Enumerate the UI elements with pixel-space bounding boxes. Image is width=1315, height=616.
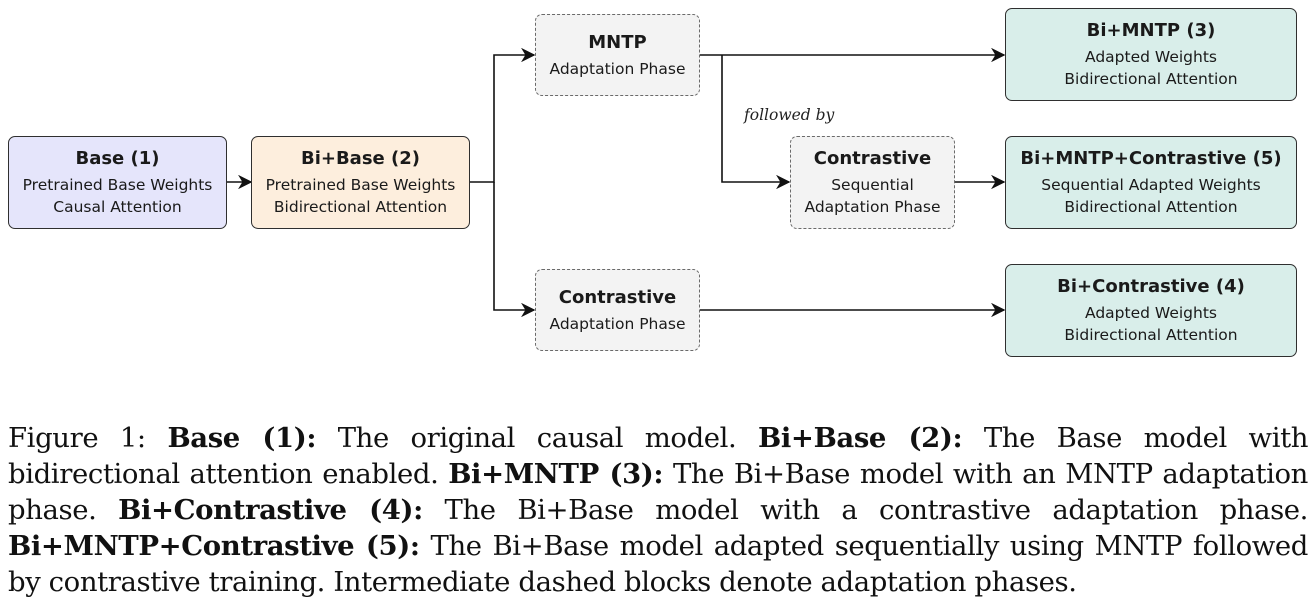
- caption-term-4: Bi+Contrastive (4):: [118, 494, 423, 526]
- caption-figure-label: Figure 1:: [8, 422, 146, 454]
- node-contrastive-phase: Contrastive Adaptation Phase: [535, 269, 700, 351]
- caption-term-5: Bi+MNTP+Contrastive (5):: [8, 530, 420, 562]
- edge-layer: [227, 47, 1006, 318]
- node-bimntp-title: Bi+MNTP (3): [1086, 20, 1216, 41]
- node-bimntp-line-1: Adapted Weights: [1085, 48, 1217, 66]
- caption-text-3: The Bi+Base model with an MNTP adaptatio…: [8, 458, 1308, 526]
- node-contrastive-seq-phase-line-1: Sequential: [831, 176, 914, 194]
- caption-text-2: The Base model with bidirectional attent…: [8, 422, 1309, 490]
- node-contrastive-seq-phase: Contrastive Sequential Adaptation Phase: [790, 136, 955, 229]
- node-contrastive-phase-title: Contrastive: [558, 286, 677, 308]
- node-bimntp-contrastive-title: Bi+MNTP+Contrastive (5): [1020, 148, 1282, 169]
- node-mntp-phase: MNTP Adaptation Phase: [535, 14, 700, 96]
- caption-text-4: The Bi+Base model with a contrastive ada…: [444, 494, 1309, 526]
- edge-bibase-to-mntp: [470, 47, 536, 183]
- caption-term-1: Base (1):: [167, 422, 317, 454]
- node-bicontrastive-title: Bi+Contrastive (4): [1057, 276, 1245, 297]
- node-base: Base (1) Pretrained Base Weights Causal …: [8, 136, 227, 229]
- node-base-line-1: Pretrained Base Weights: [22, 176, 213, 194]
- caption-text-5: The Bi+Base model adapted sequentially u…: [8, 530, 1309, 598]
- node-bicontrastive-line-2: Bidirectional Attention: [1064, 326, 1238, 344]
- node-bibase: Bi+Base (2) Pretrained Base Weights Bidi…: [251, 136, 470, 229]
- node-bimntp-line-2: Bidirectional Attention: [1064, 70, 1238, 88]
- figure-caption: Figure 1: Base (1): The original causal …: [8, 420, 1308, 600]
- node-mntp-phase-title: MNTP: [588, 31, 647, 53]
- node-bibase-title: Bi+Base (2): [300, 148, 420, 169]
- caption-term-2: Bi+Base (2):: [758, 422, 963, 454]
- edge-bibase-to-contrastive: [493, 182, 536, 318]
- node-contrastive-seq-phase-line-2: Adaptation Phase: [804, 198, 941, 216]
- node-contrastive-seq-phase-title: Contrastive: [813, 148, 932, 169]
- node-mntp-phase-line-1: Adaptation Phase: [549, 59, 686, 78]
- node-bicontrastive: Bi+Contrastive (4) Adapted Weights Bidir…: [1005, 264, 1297, 357]
- node-bimntp-contrastive-line-2: Bidirectional Attention: [1064, 198, 1238, 216]
- node-bimntp-contrastive-line-1: Sequential Adapted Weights: [1041, 176, 1261, 194]
- node-bimntp: Bi+MNTP (3) Adapted Weights Bidirectiona…: [1005, 8, 1297, 101]
- node-bimntp-contrastive: Bi+MNTP+Contrastive (5) Sequential Adapt…: [1005, 136, 1297, 229]
- node-bibase-line-2: Bidirectional Attention: [273, 198, 448, 216]
- node-bibase-line-1: Pretrained Base Weights: [265, 176, 456, 194]
- node-contrastive-phase-line-1: Adaptation Phase: [549, 314, 686, 333]
- caption-term-3: Bi+MNTP (3):: [448, 458, 664, 490]
- node-base-title: Base (1): [75, 148, 160, 169]
- node-bicontrastive-line-1: Adapted Weights: [1085, 304, 1217, 322]
- edge-mntp-to-contrastive-seq: [721, 55, 791, 190]
- node-base-line-2: Causal Attention: [53, 198, 182, 216]
- edge-label-followed-by: followed by: [744, 106, 835, 124]
- caption-text-1: The original causal model.: [337, 422, 737, 454]
